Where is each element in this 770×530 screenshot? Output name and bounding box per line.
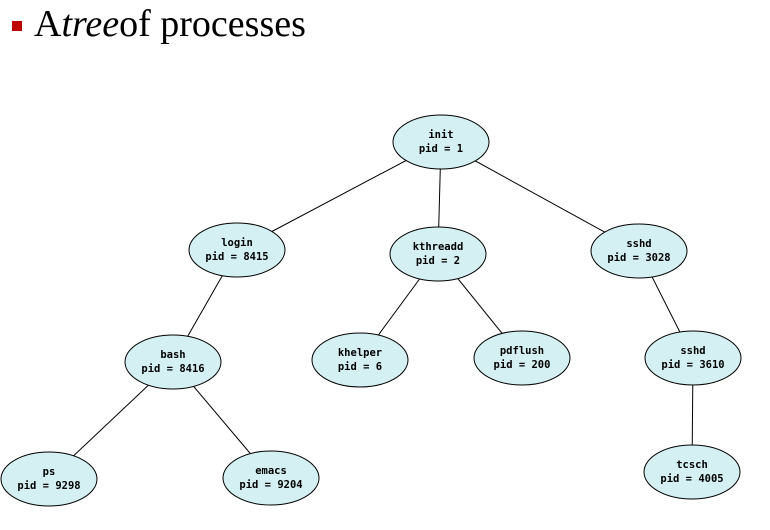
title-prefix: A [34,3,62,45]
node-process-name: emacs [255,465,287,477]
node-process-name: khelper [338,347,382,359]
node-process-name: sshd [626,238,651,250]
title-suffix: of processes [119,3,306,45]
process-node-kthreadd: kthreadd pid = 2 [389,226,487,282]
process-node-sshd1: sshd pid = 3028 [590,223,688,279]
nodes-layer: init pid = 1 login pid = 8415 kthreadd pid = … [0,114,742,507]
node-process-name: kthreadd [413,241,464,253]
node-pid-label: pid = 2 [416,255,460,267]
node-pid-label: pid = 3610 [661,359,724,371]
node-pid-label: pid = 1 [419,143,463,155]
node-process-name: bash [160,349,185,361]
process-node-bash: bash pid = 8416 [124,334,222,390]
node-process-name: sshd [680,345,705,357]
process-node-khelper: khelper pid = 6 [311,332,409,388]
node-process-name: pdflush [500,345,544,357]
node-pid-label: pid = 9298 [17,480,80,492]
process-node-pdflush: pdflush pid = 200 [473,330,571,386]
process-node-init: init pid = 1 [392,114,490,170]
process-node-login: login pid = 8415 [188,222,286,278]
node-pid-label: pid = 8415 [205,251,268,263]
node-process-name: tcsch [676,459,708,471]
node-ellipse [389,226,487,282]
node-process-name: init [428,129,453,141]
process-node-ps: ps pid = 9298 [0,451,98,507]
node-ellipse [644,330,742,386]
node-pid-label: pid = 4005 [660,473,723,485]
node-ellipse [222,450,320,506]
node-pid-label: pid = 3028 [607,252,670,264]
node-ellipse [188,222,286,278]
node-pid-label: pid = 8416 [141,363,204,375]
node-ellipse [0,451,98,507]
process-node-sshd2: sshd pid = 3610 [644,330,742,386]
title-emphasis: tree [61,3,120,45]
node-ellipse [392,114,490,170]
node-ellipse [311,332,409,388]
node-ellipse [473,330,571,386]
process-node-emacs: emacs pid = 9204 [222,450,320,506]
process-node-tcsch: tcsch pid = 4005 [643,444,741,500]
node-pid-label: pid = 9204 [239,479,302,491]
node-ellipse [124,334,222,390]
node-pid-label: pid = 200 [494,359,551,371]
node-ellipse [643,444,741,500]
slide-title: A tree of processes [12,2,306,46]
bullet-square-icon [12,21,22,31]
node-pid-label: pid = 6 [338,361,382,373]
node-process-name: ps [43,466,56,478]
node-ellipse [590,223,688,279]
node-process-name: login [221,237,253,249]
edges-layer [48,141,694,480]
